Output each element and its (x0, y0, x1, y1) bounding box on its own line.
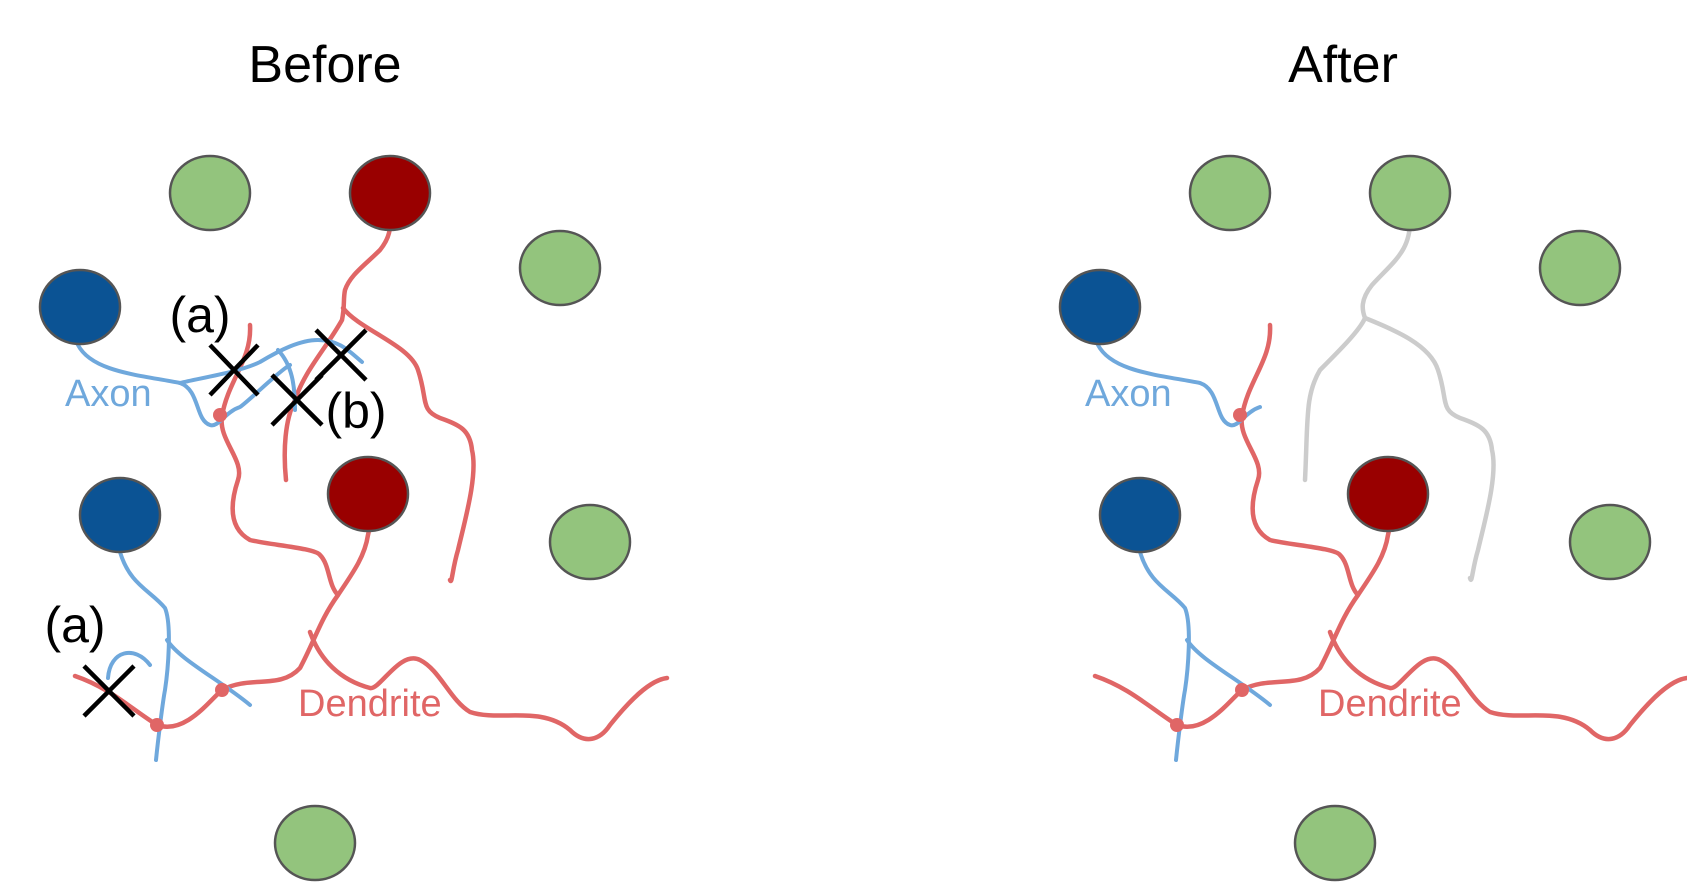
cross-mark-b-1 (314, 328, 368, 382)
dendrite-left-stem (219, 322, 341, 598)
inactive-neuron (1538, 229, 1622, 307)
synapse-dot (215, 683, 229, 697)
active-neuron-blue (78, 476, 162, 554)
dendrite-label: Dendrite (1318, 683, 1462, 725)
pruned-dendrite (1362, 315, 1496, 582)
dendrite-right-stem (340, 305, 476, 584)
inactive-neuron (518, 229, 602, 307)
axon-upper-branch (178, 337, 364, 385)
active-neuron-blue (1058, 268, 1142, 346)
before-panel: Before (38, 36, 670, 882)
before-title: Before (248, 36, 401, 94)
cross-mark-b-2 (270, 373, 324, 427)
dendrite-upper-branch (282, 212, 393, 483)
axon-lower-branch (165, 638, 252, 707)
active-neuron-red (1346, 455, 1430, 533)
cross-mark-upper-a (208, 343, 260, 397)
dendrite-left-stem (1239, 322, 1361, 598)
inactive-neuron (273, 804, 357, 882)
inactive-neuron (1368, 154, 1452, 232)
pruned-dendrite (1302, 212, 1413, 483)
inactive-neuron (168, 154, 252, 232)
active-neuron-blue (38, 268, 122, 346)
label-b: (b) (325, 383, 386, 439)
dendrite-lower-wave (307, 629, 670, 742)
active-neuron-red (326, 455, 410, 533)
label-a-lower: (a) (44, 597, 105, 653)
after-title: After (1288, 36, 1398, 94)
inactive-neuron (548, 503, 632, 581)
axon-label: Axon (65, 373, 152, 415)
synapse-dot (213, 408, 227, 422)
synapse-dot (1235, 683, 1249, 697)
label-a-upper: (a) (169, 287, 230, 343)
synapse-dot (150, 718, 164, 732)
synapse-dot (1170, 718, 1184, 732)
inactive-neuron (1568, 503, 1652, 581)
axon-lower-hook (106, 650, 152, 680)
active-neuron-blue (1098, 476, 1182, 554)
synapse-dot (1233, 408, 1247, 422)
axon-lower-branch (1185, 638, 1272, 707)
active-neuron-red (348, 154, 432, 232)
axon-label: Axon (1085, 373, 1172, 415)
after-panel: After Axon Dendrite (1058, 36, 1687, 882)
inactive-neuron (1293, 804, 1377, 882)
axon-upper (76, 343, 292, 428)
dendrite-label: Dendrite (298, 683, 442, 725)
cross-mark-lower-a (82, 664, 136, 718)
inactive-neuron (1188, 154, 1272, 232)
dendrite-lower-wave (1327, 629, 1687, 742)
